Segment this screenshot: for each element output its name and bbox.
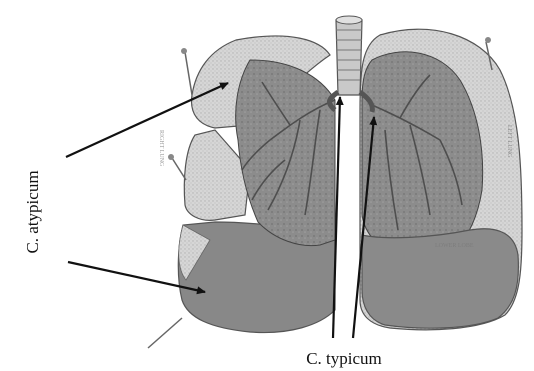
right-lung-tissue — [236, 60, 335, 246]
engraving-label-lower: LOWER LOBE — [435, 243, 474, 249]
engraving-label-left: LEFT LUNG — [506, 125, 512, 158]
right-lung — [148, 36, 335, 348]
label-typicum: C. typicum — [306, 349, 382, 368]
left-lung — [360, 29, 522, 330]
label-atypicum: C. atypicum — [23, 170, 42, 253]
engraving-label-right: RIGHT LUNG — [158, 130, 164, 167]
